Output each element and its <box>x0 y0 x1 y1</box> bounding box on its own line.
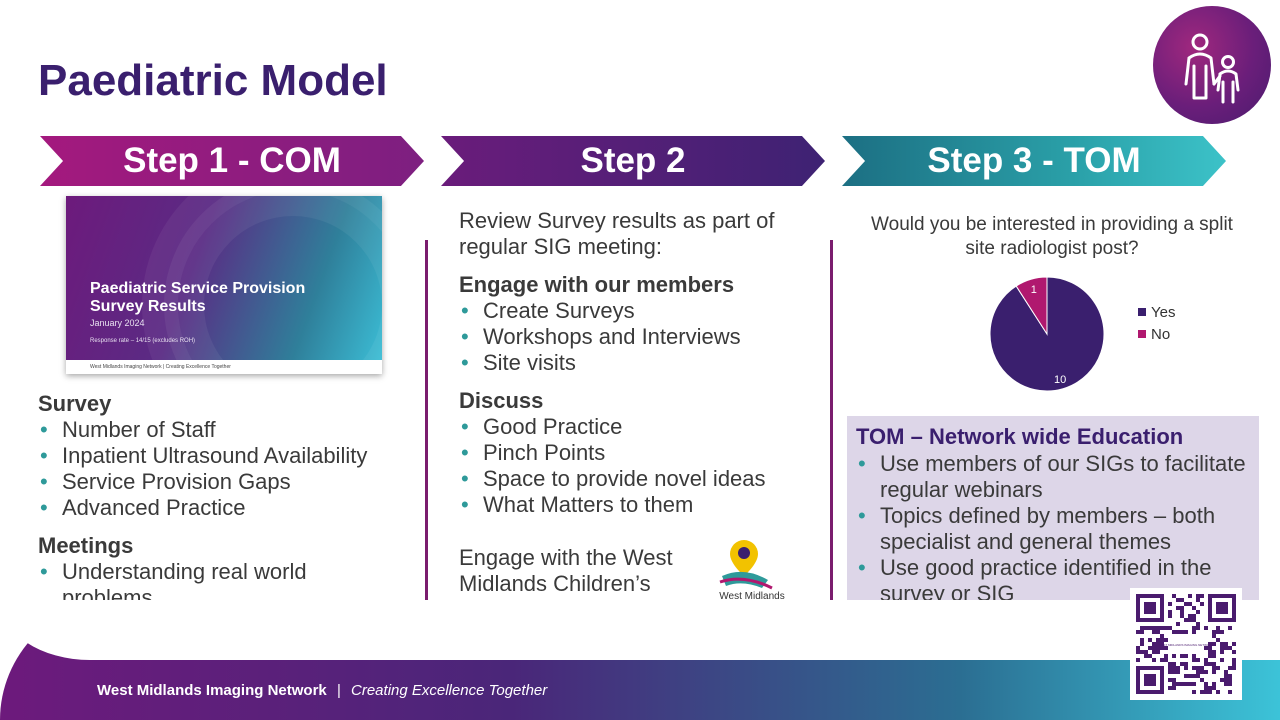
step-2-banner: Step 2 <box>441 136 825 186</box>
survey-heading: Survey <box>38 391 112 416</box>
discuss-heading: Discuss <box>459 388 544 413</box>
column-divider-1 <box>425 240 428 624</box>
list-item: Workshops and Interviews <box>459 324 819 350</box>
pie-slice-no <box>1015 276 1048 336</box>
legend-item-no: No <box>1138 323 1175 345</box>
footer-separator: | <box>336 682 341 699</box>
list-item: Create Surveys <box>459 298 819 324</box>
footer-text: West Midlands Imaging Network | Creating… <box>97 682 547 699</box>
footer-curve <box>0 600 1280 660</box>
legend-swatch-no <box>1138 330 1146 338</box>
meetings-list: Understanding real world problems <box>38 559 358 611</box>
qr-center-label: WEST MIDLANDS IMAGING NETWORK <box>1159 643 1214 647</box>
legend-label-yes: Yes <box>1151 303 1176 321</box>
tom-list: Use members of our SIGs to facilitate re… <box>856 451 1251 607</box>
survey-question: Would you be interested in providing a s… <box>871 214 1233 259</box>
footer-org: West Midlands Imaging Network <box>97 682 327 699</box>
column-divider-2 <box>830 240 833 624</box>
step-3-banner: Step 3 - TOM <box>842 136 1226 186</box>
engage-list: Create Surveys Workshops and Interviews … <box>459 298 819 376</box>
family-icon <box>1153 6 1271 124</box>
list-item: Number of Staff <box>38 417 418 443</box>
thumbnail-title: Paediatric Service Provision Survey Resu… <box>90 280 306 315</box>
qr-code-graphic: WEST MIDLANDS IMAGING NETWORK <box>1136 594 1236 694</box>
survey-list: Number of Staff Inpatient Ultrasound Ava… <box>38 417 418 521</box>
pie-slice-yes <box>989 276 1105 392</box>
tom-heading: TOM – Network wide Education <box>856 424 1184 449</box>
list-item: Space to provide novel ideas <box>459 466 819 492</box>
engage-heading: Engage with our members <box>459 272 735 297</box>
qr-code[interactable]: WEST MIDLANDS IMAGING NETWORK <box>1130 588 1242 700</box>
page-title: Paediatric Model <box>38 56 388 105</box>
list-item: What Matters to them <box>459 492 819 518</box>
step-2-intro: Review Survey results as part of regular… <box>459 208 775 259</box>
column-1-text: Survey Number of Staff Inpatient Ultraso… <box>38 391 418 611</box>
survey-report-thumbnail: Paediatric Service Provision Survey Resu… <box>66 196 382 374</box>
list-item: Advanced Practice <box>38 495 418 521</box>
thumbnail-date: January 2024 <box>90 318 145 328</box>
list-item: Topics defined by members – both special… <box>856 503 1251 555</box>
list-item: Pinch Points <box>459 440 819 466</box>
pie-data-label-yes: 10 <box>1054 374 1066 386</box>
list-item: Inpatient Ultrasound Availability <box>38 443 418 469</box>
list-item: Good Practice <box>459 414 819 440</box>
logo-line-1: West Midlands <box>719 591 784 602</box>
list-item: Service Provision Gaps <box>38 469 418 495</box>
thumbnail-footer: West Midlands Imaging Network | Creating… <box>66 360 382 374</box>
thumbnail-response-rate: Response rate – 14/15 (excludes ROH) <box>90 338 196 344</box>
legend-item-yes: Yes <box>1138 301 1175 323</box>
meetings-heading: Meetings <box>38 533 134 558</box>
family-icon-graphic <box>1184 33 1240 104</box>
list-item: Use members of our SIGs to facilitate re… <box>856 451 1251 503</box>
legend-swatch-yes <box>1138 308 1146 316</box>
step-1-banner: Step 1 - COM <box>40 136 424 186</box>
column-2-text: Review Survey results as part of regular… <box>459 208 819 518</box>
pie-legend: Yes No <box>1138 301 1175 345</box>
list-item: Site visits <box>459 350 819 376</box>
pie-chart: 10 1 <box>989 276 1105 392</box>
pie-data-label-no: 1 <box>1031 284 1037 296</box>
list-item: Understanding real world problems <box>38 559 358 611</box>
discuss-list: Good Practice Pinch Points Space to prov… <box>459 414 819 518</box>
legend-label-no: No <box>1151 325 1171 343</box>
footer-tagline: Creating Excellence Together <box>351 682 548 699</box>
